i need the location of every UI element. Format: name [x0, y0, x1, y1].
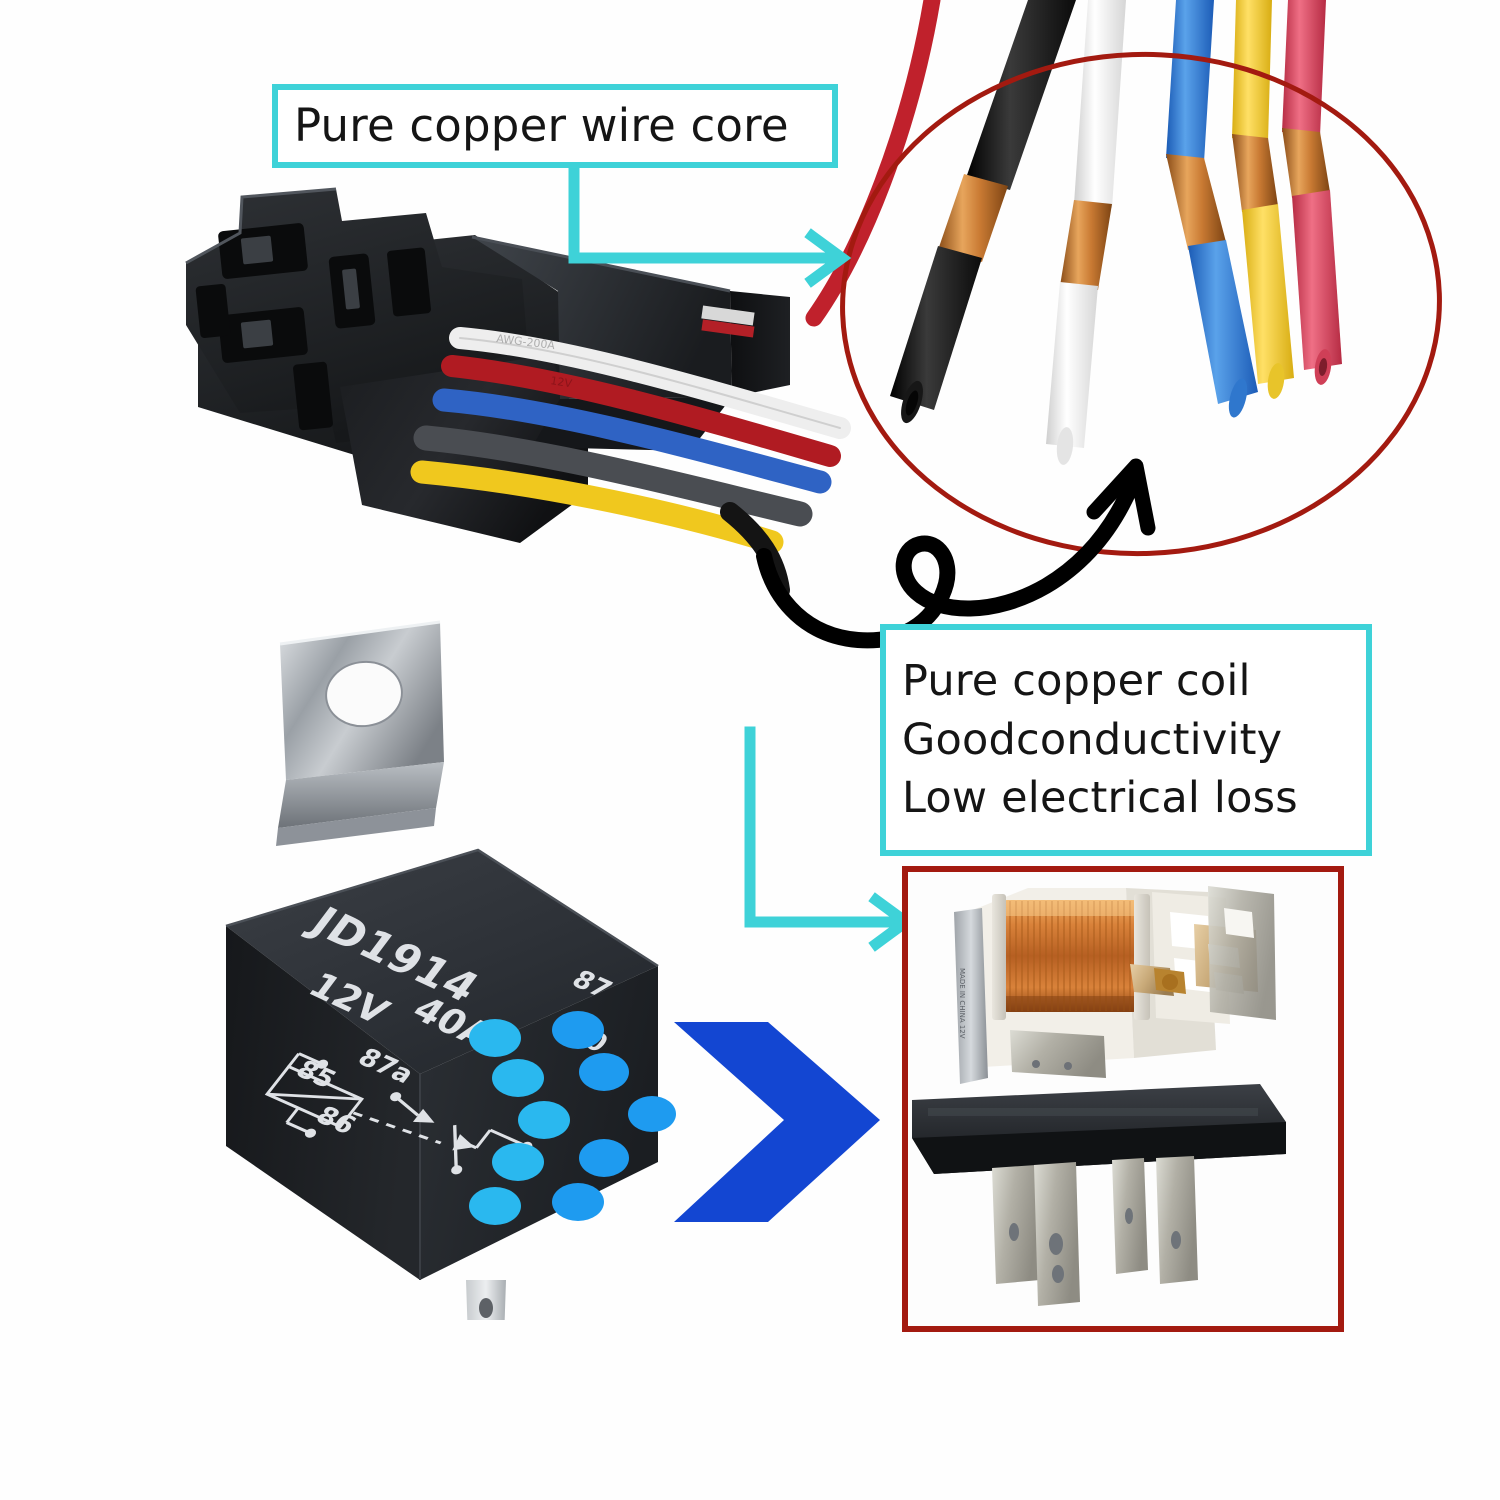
callout-line: Low electrical loss — [902, 773, 1298, 824]
callout-line: Pure copper coil — [902, 656, 1251, 707]
callout-line: Goodconductivity — [902, 714, 1283, 765]
relay-socket-harness-photo — [185, 187, 790, 543]
callout-line: Pure copper wire core — [294, 99, 789, 153]
wire-harness-bundle: AWG-200A 12V — [410, 327, 851, 600]
svg-text:MADE IN CHINA 12V: MADE IN CHINA 12V — [958, 968, 966, 1039]
dot-pattern-overlay — [469, 1011, 676, 1225]
wire-black — [890, 0, 1076, 424]
relay-internal-photo-frame: MADE IN CHINA 12V — [902, 866, 1344, 1332]
wire-white — [1046, 0, 1126, 465]
stripped-wires-photo — [890, 0, 1342, 465]
wire-red — [1282, 0, 1342, 385]
svg-text:12V: 12V — [550, 374, 574, 390]
relay-internal-coil-photo: MADE IN CHINA 12V — [912, 886, 1286, 1306]
callout-pure-copper-coil: Pure copper coil Goodconductivity Low el… — [880, 624, 1372, 856]
callout-pure-copper-wire-core: Pure copper wire core — [272, 84, 838, 168]
curved-arrow-icon — [756, 458, 1156, 649]
connector-wire-core — [568, 150, 852, 288]
red-wire-extension — [805, 0, 941, 327]
wire-blue — [1166, 0, 1258, 418]
chevron-right-icon — [674, 1022, 880, 1222]
mounting-bracket — [276, 620, 444, 846]
wire-yellow — [1232, 0, 1294, 399]
